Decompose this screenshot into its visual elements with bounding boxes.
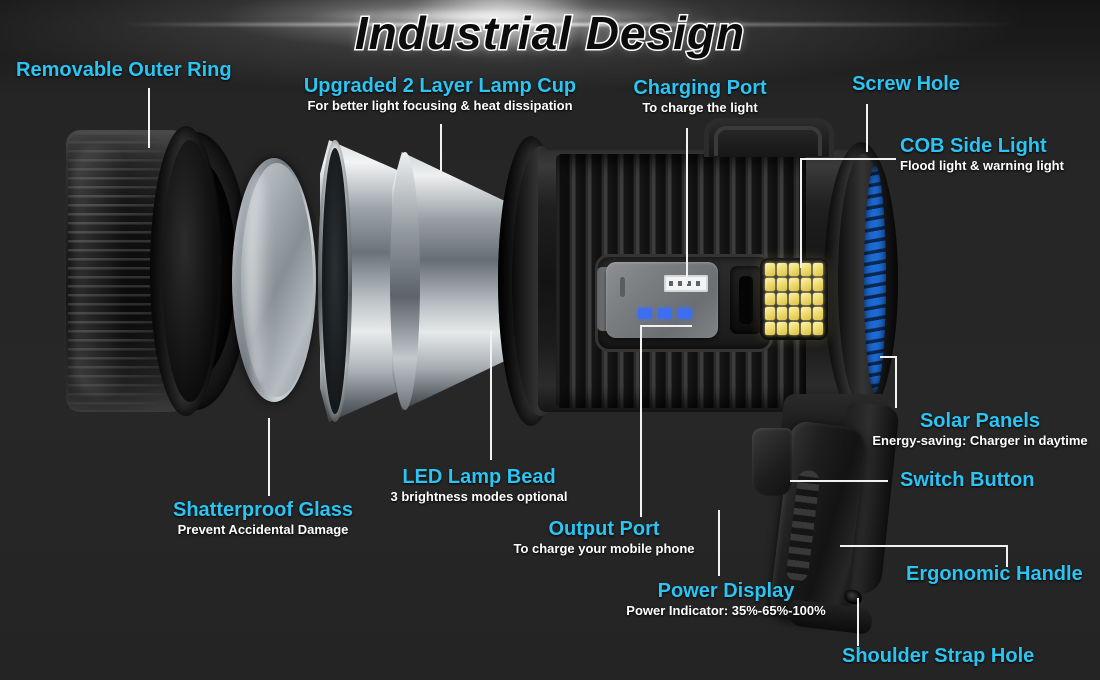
- callout-subtext: Energy-saving: Charger in daytime: [872, 433, 1088, 448]
- output-port-slot: [739, 276, 753, 324]
- callout-heading: Switch Button: [900, 469, 1035, 491]
- cob-led-cell: [813, 322, 823, 335]
- leader-line-ergonomic-handle-v: [1006, 545, 1008, 567]
- cob-led-cell: [777, 307, 787, 321]
- cob-led-cell: [765, 292, 775, 306]
- cob-led-cell: [789, 322, 799, 335]
- power-display-led-2: [658, 308, 672, 319]
- callout-heading: Power Display: [657, 580, 795, 602]
- cob-led-cell: [765, 322, 775, 335]
- callout-solar-panels: Solar Panels Energy-saving: Charger in d…: [872, 411, 1087, 449]
- callout-charging-port: Charging Port To charge the light: [633, 78, 766, 116]
- callout-heading: Solar Panels: [919, 410, 1041, 432]
- cob-led-cell: [801, 277, 811, 291]
- leader-line-shoulder-strap-hole: [857, 598, 859, 646]
- outer-ring-highlight: [72, 146, 126, 396]
- callout-led-lamp-bead: LED Lamp Bead 3 brightness modes optiona…: [391, 467, 568, 505]
- callout-heading: COB Side Light: [900, 135, 1047, 157]
- leader-line-led-lamp-bead: [490, 330, 492, 460]
- leader-line-switch-button: [790, 480, 888, 482]
- part-removable-outer-ring: [62, 126, 250, 416]
- leader-line-cob-side-light-h: [800, 158, 896, 160]
- leader-line-output-port-h: [640, 325, 692, 327]
- top-mounting-bracket-inner: [714, 126, 822, 156]
- part-pistol-grip-handle: [752, 394, 900, 644]
- cob-led-cell: [801, 307, 811, 321]
- callout-heading: Removable Outer Ring: [16, 59, 232, 81]
- leader-line-solar-panels-v: [895, 356, 897, 408]
- cob-led-cell: [777, 292, 787, 306]
- callout-heading: Screw Hole: [852, 73, 960, 95]
- callout-subtext: 3 brightness modes optional: [390, 489, 568, 504]
- callout-shatterproof-glass: Shatterproof Glass Prevent Accidental Da…: [173, 500, 353, 538]
- cob-led-cell: [789, 307, 799, 321]
- cob-led-cell: [777, 277, 787, 291]
- inner-cup-rim: [390, 152, 420, 410]
- leader-line-screw-hole: [866, 104, 868, 152]
- cob-led-cell: [777, 322, 787, 335]
- leader-line-solar-panels-h: [880, 356, 896, 358]
- callout-heading: Shoulder Strap Hole: [842, 645, 1035, 667]
- callout-upgraded-lamp-cup: Upgraded 2 Layer Lamp Cup For better lig…: [304, 76, 576, 114]
- cob-led-cell: [789, 277, 799, 291]
- leader-line-upgraded-lamp-cup: [440, 124, 442, 172]
- part-solar-panel-strip: [864, 166, 886, 392]
- callout-heading: Upgraded 2 Layer Lamp Cup: [303, 75, 577, 97]
- cob-led-cell: [813, 263, 823, 276]
- callout-subtext: Flood light & warning light: [900, 158, 1064, 173]
- callout-subtext: Power Indicator: 35%-65%-100%: [626, 603, 826, 618]
- callout-shoulder-strap-hole: Shoulder Strap Hole: [842, 646, 1034, 667]
- leader-line-power-display: [718, 510, 720, 576]
- rubber-flap-notch: [620, 277, 625, 297]
- callout-heading: Shatterproof Glass: [172, 499, 354, 521]
- leader-line-removable-outer-ring: [148, 88, 150, 148]
- outer-ring-inner-lip: [162, 140, 218, 402]
- callout-heading: Charging Port: [633, 77, 767, 99]
- callout-subtext: For better light focusing & heat dissipa…: [307, 98, 573, 113]
- switch-button-trigger[interactable]: [752, 428, 792, 496]
- cob-led-cell: [813, 307, 823, 321]
- part-shatterproof-glass: [232, 158, 316, 402]
- cob-led-cell: [765, 263, 775, 276]
- cob-led-cell: [765, 307, 775, 321]
- cob-led-cell: [789, 263, 799, 276]
- cob-led-cell: [801, 322, 811, 335]
- callout-power-display: Power Display Power Indicator: 35%-65%-1…: [626, 581, 825, 619]
- callout-cob-side-light: COB Side Light Flood light & warning lig…: [900, 136, 1064, 174]
- cob-led-grid: [765, 263, 823, 335]
- callout-heading: Ergonomic Handle: [906, 563, 1083, 585]
- callout-removable-outer-ring: Removable Outer Ring: [16, 60, 232, 81]
- cob-led-cell: [801, 263, 811, 276]
- leader-line-ergonomic-handle-h: [840, 545, 1008, 547]
- callout-subtext: Prevent Accidental Damage: [177, 522, 349, 537]
- cob-led-cell: [801, 292, 811, 306]
- cob-led-cell: [765, 277, 775, 291]
- callout-ergonomic-handle: Ergonomic Handle: [906, 564, 1083, 585]
- callout-switch-button: Switch Button: [900, 470, 1034, 491]
- cob-led-cell: [813, 292, 823, 306]
- cob-led-cell: [789, 292, 799, 306]
- part-cob-side-light-panel: [760, 258, 828, 340]
- glass-highlight: [246, 174, 272, 382]
- callout-heading: Output Port: [548, 518, 660, 540]
- cob-led-cell: [813, 277, 823, 291]
- callout-heading: LED Lamp Bead: [402, 466, 556, 488]
- power-display-led-3: [678, 308, 692, 319]
- leader-line-output-port: [640, 325, 642, 517]
- leader-line-charging-port: [686, 128, 688, 284]
- power-display-led-1: [638, 308, 652, 319]
- callout-output-port: Output Port To charge your mobile phone: [513, 519, 694, 557]
- leader-line-shatterproof-glass: [268, 418, 270, 496]
- cob-led-cell: [777, 263, 787, 276]
- callout-subtext: To charge the light: [642, 100, 758, 115]
- part-finned-body: [498, 118, 898, 436]
- leader-line-cob-side-light-v: [800, 158, 802, 268]
- callout-screw-hole: Screw Hole: [852, 74, 960, 95]
- page-title: Industrial Design: [353, 6, 746, 61]
- outer-cup-mouth: [322, 148, 348, 414]
- callout-subtext: To charge your mobile phone: [513, 541, 695, 556]
